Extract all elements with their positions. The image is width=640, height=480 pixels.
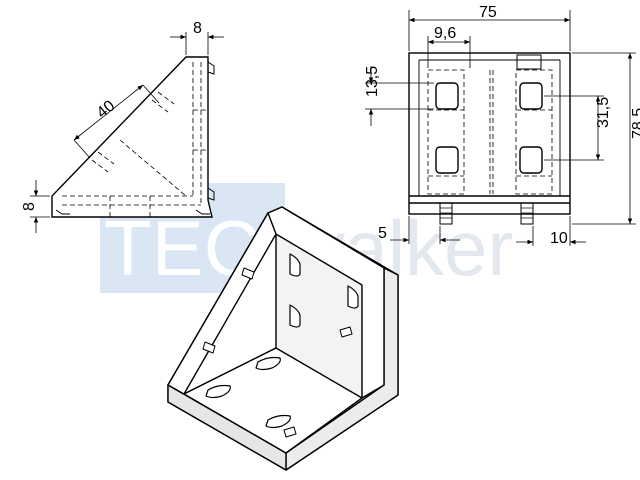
slot-bottom-right	[519, 146, 543, 174]
iso-slot-5	[205, 384, 231, 399]
front-view-outline	[408, 52, 571, 215]
side-view	[30, 32, 224, 233]
dim-front-slot-spacing: 9,6	[434, 25, 456, 42]
dim-side-diagonal: 40	[94, 97, 119, 121]
side-view-outline	[51, 56, 213, 218]
front-view	[365, 10, 636, 246]
dim-front-width: 75	[479, 4, 497, 21]
dim-side-thickness-top: 8	[193, 20, 202, 37]
iso-slot-4	[255, 356, 281, 371]
slot-top-left	[435, 82, 459, 110]
iso-slot-2	[289, 304, 301, 328]
iso-slot-1	[289, 253, 301, 277]
isometric-view	[167, 206, 399, 471]
dim-front-height: 78,5	[630, 108, 640, 139]
dim-front-base-right: 10	[550, 230, 568, 247]
dim-front-slot-pitch: 31,5	[595, 97, 612, 128]
slot-top-right	[519, 82, 543, 110]
dim-front-base-left: 5	[378, 225, 387, 242]
slot-bottom-left	[435, 146, 459, 174]
iso-slot-6	[265, 414, 291, 429]
dim-side-thickness-left: 8	[21, 202, 38, 211]
dim-front-slot-offset: 13,5	[364, 66, 381, 97]
iso-slot-3	[347, 285, 359, 309]
